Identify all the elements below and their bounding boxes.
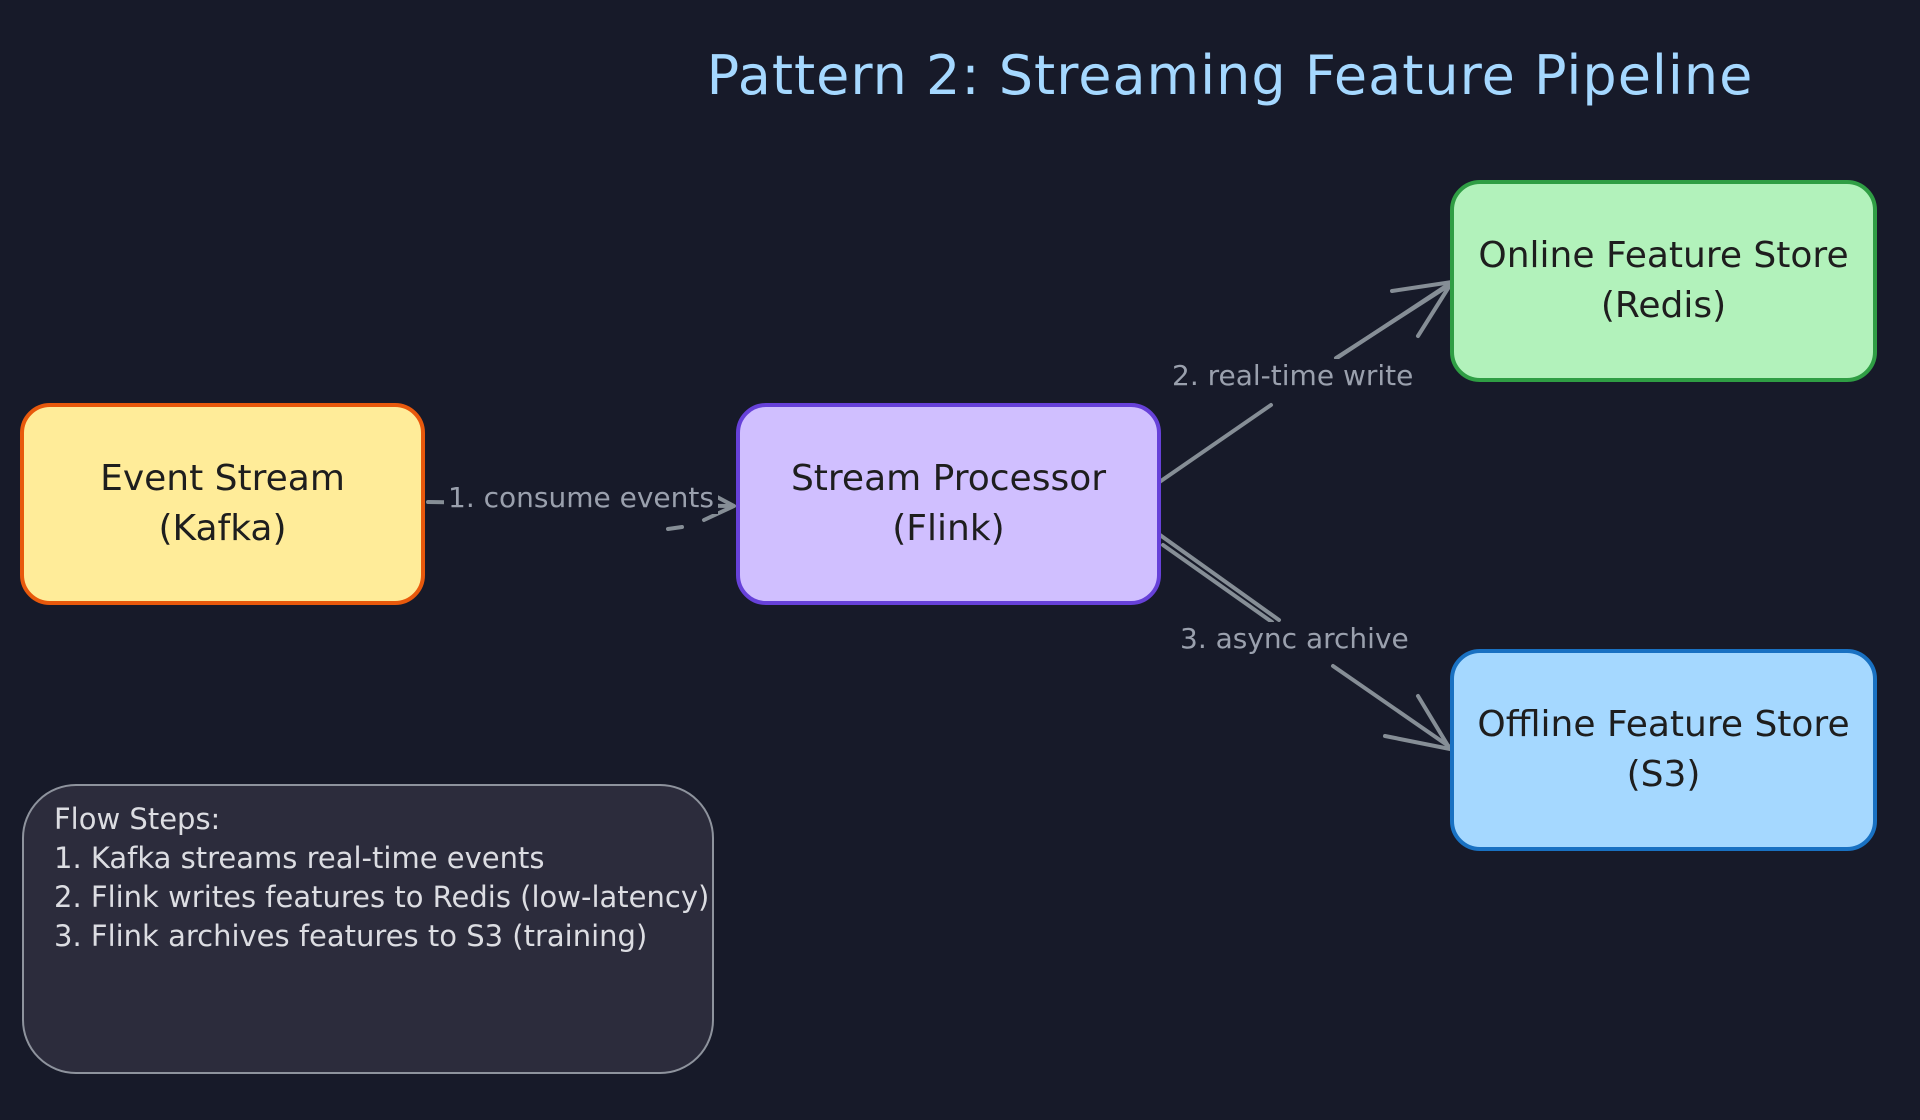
stream-processor-node[interactable]: Stream Processor (Flink) bbox=[736, 403, 1161, 605]
arrow-async-archive[interactable] bbox=[1158, 533, 1452, 751]
edge-label-async-archive: 3. async archive bbox=[1176, 622, 1413, 655]
flow-steps-note bbox=[22, 784, 714, 1074]
online-feature-store-node[interactable]: Online Feature Store (Redis) bbox=[1450, 180, 1877, 382]
flow-step-1: 1. Kafka streams real-time events bbox=[54, 841, 545, 875]
stream-processor-sublabel: (Flink) bbox=[892, 508, 1005, 549]
stream-processor-label: Stream Processor bbox=[790, 458, 1107, 499]
diagram-title: Pattern 2: Streaming Feature Pipeline bbox=[706, 44, 1754, 107]
online-feature-store-label: Online Feature Store bbox=[1478, 235, 1849, 276]
online-feature-store-sublabel: (Redis) bbox=[1600, 285, 1727, 326]
event-stream-label: Event Stream bbox=[100, 458, 345, 499]
flow-step-3: 3. Flink archives features to S3 (traini… bbox=[54, 919, 648, 953]
offline-feature-store-node[interactable]: Offline Feature Store (S3) bbox=[1450, 649, 1877, 851]
flow-steps-heading: Flow Steps: bbox=[54, 802, 221, 836]
flow-step-2: 2. Flink writes features to Redis (low-l… bbox=[54, 880, 710, 914]
flow-steps-text: Flow Steps: 1. Kafka streams real-time e… bbox=[54, 800, 709, 956]
offline-feature-store-sublabel: (S3) bbox=[1626, 754, 1701, 795]
edge-label-real-time-write: 2. real-time write bbox=[1168, 359, 1418, 392]
offline-feature-store-label: Offline Feature Store bbox=[1477, 704, 1850, 745]
edge-label-consume-events: 1. consume events bbox=[444, 481, 718, 514]
event-stream-node[interactable]: Event Stream (Kafka) bbox=[20, 403, 425, 605]
event-stream-sublabel: (Kafka) bbox=[158, 508, 287, 549]
